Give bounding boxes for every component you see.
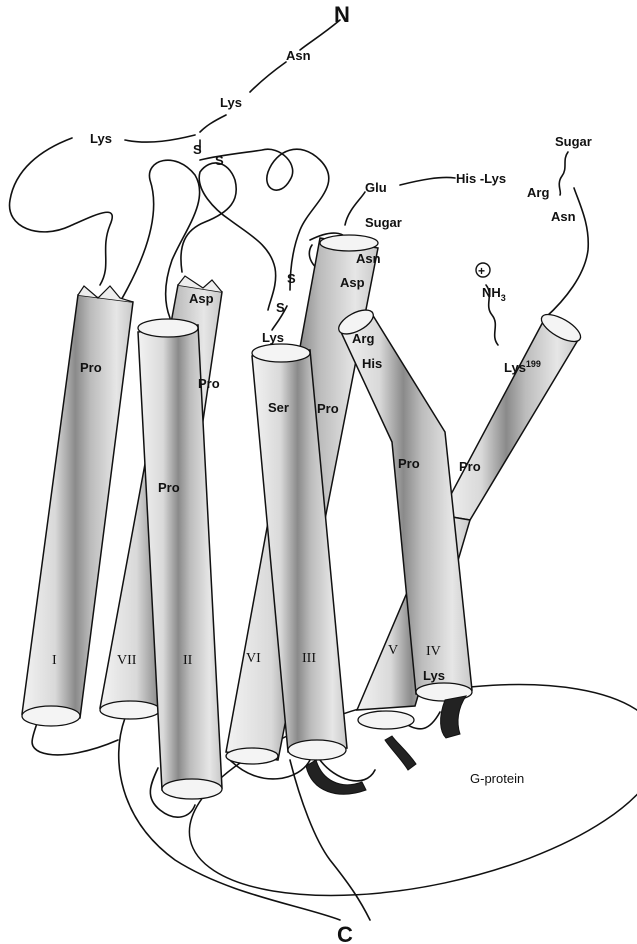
- helix-numeral-ii: II: [183, 653, 193, 668]
- helix-numeral-vi: VI: [246, 651, 261, 666]
- residue-asp-left: Asp: [189, 291, 214, 306]
- residue-asn-mid: Asn: [356, 251, 381, 266]
- residue-lys-top: Lys: [220, 95, 242, 110]
- helix-ii: [138, 319, 222, 799]
- helix-vi-pro: Pro: [317, 401, 339, 416]
- gprotein-label: G-protein: [470, 771, 524, 786]
- positive-charge-sign: +: [478, 264, 485, 278]
- helix-iv-pro: Pro: [459, 459, 481, 474]
- residue-s1: S: [193, 142, 202, 157]
- residue-lys-loop: Lys: [262, 330, 284, 345]
- residue-s2: S: [215, 153, 224, 168]
- helix-numeral-iii: III: [302, 651, 316, 666]
- helix-numeral-iv: IV: [426, 644, 441, 659]
- residue-his-v: His: [362, 356, 382, 371]
- residue-glu: Glu: [365, 180, 387, 195]
- residue-sugar-right: Sugar: [555, 134, 592, 149]
- helix-numeral-i: I: [52, 653, 57, 668]
- helix-i-pro: Pro: [80, 360, 102, 375]
- residue-lys-left: Lys: [90, 131, 112, 146]
- residue-s3: S: [287, 271, 296, 286]
- residue-his-lys: His -Lys: [456, 171, 506, 186]
- residue-asp-mid: Asp: [340, 275, 365, 290]
- residue-s4: S: [276, 300, 285, 315]
- helix-ii-pro: Pro: [158, 480, 180, 495]
- residue-sugar-mid: Sugar: [365, 215, 402, 230]
- residue-asn-sugar: Asn: [551, 209, 576, 224]
- residue-arg-v: Arg: [352, 331, 374, 346]
- helix-vii-pro: Pro: [198, 376, 220, 391]
- helix-iv-lys: Lys: [423, 668, 445, 683]
- residue-asn-top: Asn: [286, 48, 311, 63]
- contact-iv: [441, 696, 466, 738]
- residue-nh3: NH3: [482, 285, 506, 303]
- n-terminus-label: N: [334, 2, 350, 27]
- helix-iii-ser: Ser: [268, 400, 289, 415]
- residue-arg: Arg: [527, 185, 549, 200]
- helix-v-pro: Pro: [398, 456, 420, 471]
- contact-iii: [306, 760, 366, 794]
- contact-v: [385, 736, 416, 770]
- helix-numeral-v: V: [388, 643, 398, 658]
- c-terminus-label: C: [337, 922, 353, 944]
- helix-numeral-vii: VII: [117, 653, 137, 668]
